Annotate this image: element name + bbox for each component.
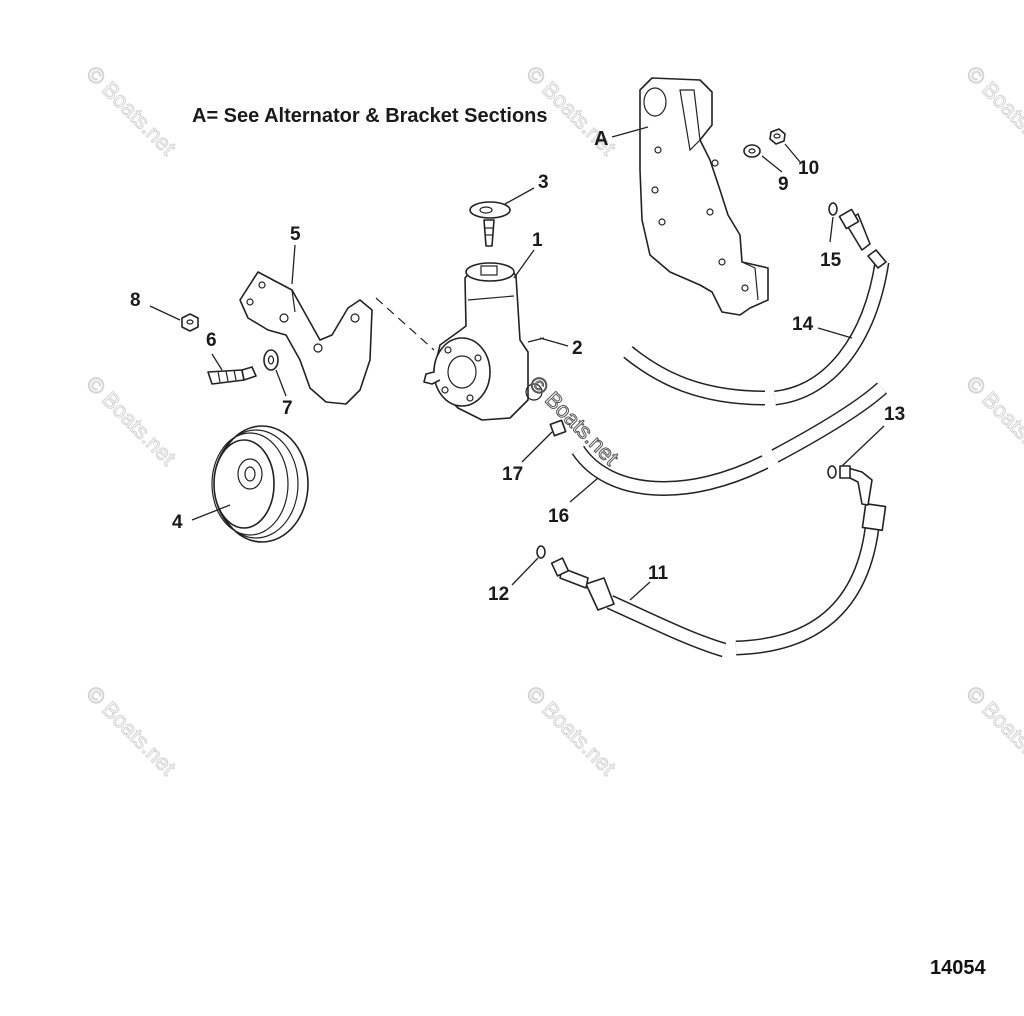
nut-part-10	[769, 128, 786, 145]
watermark: © Boats.net	[961, 681, 1024, 780]
callout-6: 6	[206, 330, 217, 351]
cooler-hose-part-13	[735, 465, 887, 656]
watermark: © Boats.net	[81, 61, 180, 160]
callout-7: 7	[282, 398, 293, 419]
watermark: © Boats.net	[521, 681, 620, 780]
pump-bracket-part-5	[239, 271, 373, 405]
callout-2: 2	[572, 338, 583, 359]
callout-4: 4	[172, 512, 183, 533]
callout-3: 3	[538, 172, 549, 193]
callout-5: 5	[290, 224, 301, 245]
callout-12: 12	[488, 584, 509, 605]
callout-13: 13	[884, 404, 905, 425]
pressure-hose-part-16	[571, 382, 888, 496]
o-ring-part-12	[536, 545, 546, 559]
callouts: 1 2 3 4 5 6 7 8 9 10 11 12 13 14 15 16 1…	[130, 158, 905, 605]
watermark: © Boats.net	[961, 371, 1024, 470]
o-ring-part-15	[828, 202, 838, 216]
nut-part-8	[181, 313, 199, 332]
bolt-part-6	[207, 366, 257, 385]
washer-part-9	[743, 144, 761, 158]
reservoir-cap-part-3	[469, 201, 511, 247]
washer-part-7	[263, 349, 279, 371]
watermarks: © Boats.net © Boats.net © Boats.net © Bo…	[81, 60, 1024, 780]
bracket-ref-label: A	[594, 128, 608, 150]
callout-17: 17	[502, 464, 523, 485]
watermark: © Boats.net	[81, 371, 180, 470]
section-note: A= See Alternator & Bracket Sections	[192, 105, 548, 127]
return-hose-part-14	[623, 208, 890, 406]
callout-1: 1	[532, 230, 543, 251]
callout-11: 11	[648, 563, 669, 584]
watermark: © Boats.net	[81, 681, 180, 780]
o-ring-part-13	[827, 465, 837, 479]
callout-16: 16	[548, 506, 569, 527]
callout-9: 9	[778, 174, 789, 195]
callout-15: 15	[820, 250, 842, 271]
cooler-hose-part-11	[550, 557, 727, 658]
leader-lines	[149, 143, 885, 601]
pulley-part-4	[211, 425, 309, 543]
fitting-part-17	[549, 419, 567, 437]
alternator-bracket	[639, 77, 769, 316]
callout-8: 8	[130, 290, 141, 311]
watermark: © Boats.net	[961, 61, 1024, 160]
power-steering-pump-part-1	[423, 262, 545, 421]
figure-number: 14054	[930, 957, 986, 979]
callout-10: 10	[798, 158, 819, 179]
callout-14: 14	[792, 314, 814, 335]
